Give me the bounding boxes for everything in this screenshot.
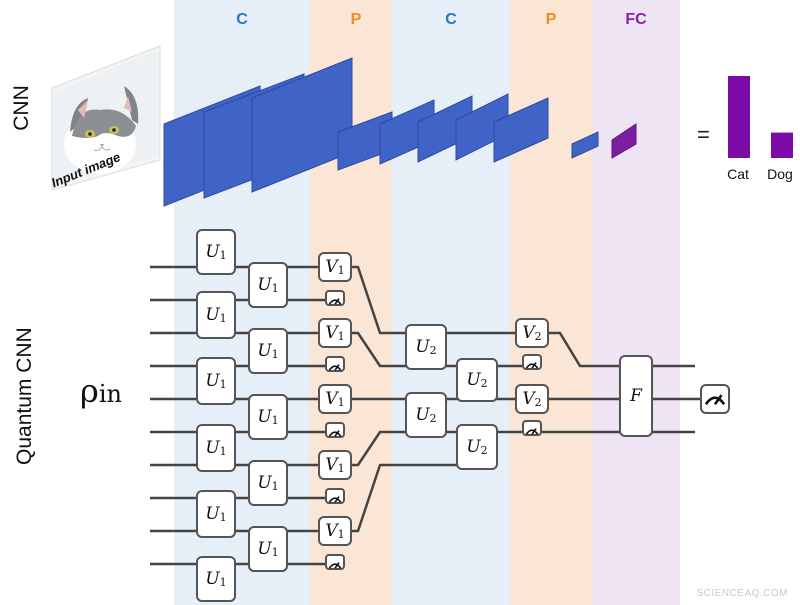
measurement-v1-3 [325,422,345,438]
wire-1-post [340,265,420,335]
band-label-conv-2: C [445,11,457,28]
equals-sign: = [697,122,710,147]
meter-icon [525,362,539,369]
meter-icon [704,394,726,405]
measurement-v2-1 [522,354,542,370]
measurement-v1-2 [325,356,345,372]
band-fc [592,0,680,605]
output-bar-cat [728,76,750,158]
feature-map-pool-2a [493,97,549,163]
meter-icon [328,430,342,437]
measurement-v1-5 [325,554,345,570]
feature-map-pool-2b [571,131,599,159]
input-image [51,45,161,191]
bar-label-cat: Cat [727,166,749,182]
bar-label-dog: Dog [767,166,793,182]
meter-icon [328,496,342,503]
meter-icon [525,428,539,435]
watermark: SCIENCEAQ.COM [696,588,788,599]
band-conv-2 [392,0,510,605]
band-label-conv-1: C [236,11,248,28]
meter-icon [328,364,342,371]
cat-icon [64,86,139,174]
cnn-pipeline [163,57,793,207]
measurement-v2-2 [522,420,542,436]
band-label-pool-2: P [545,11,557,28]
band-label-pool-1: P [350,11,362,28]
band-pool-2 [510,0,592,605]
meter-icon [328,562,342,569]
measurement-v1-4 [325,488,345,504]
final-measurement [700,384,730,414]
measurement-v1-1 [325,290,345,306]
fc-layer [611,123,637,159]
output-bar-dog [771,132,793,158]
rho-in-label: ρin [80,372,122,410]
wire-9-post [340,463,420,533]
meter-icon [328,298,342,305]
gate-f: F [619,355,653,437]
band-label-fc: FC [625,11,647,28]
